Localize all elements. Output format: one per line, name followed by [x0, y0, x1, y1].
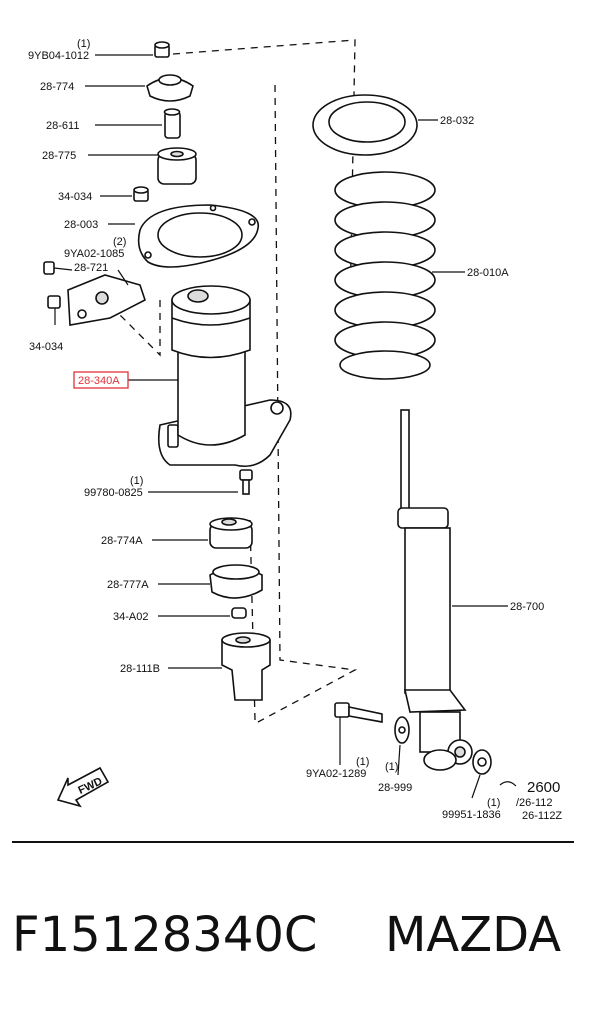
- label-9ya02-1289: 9YA02-1289: [306, 768, 366, 780]
- label-28-775: 28-775: [42, 150, 76, 162]
- bushing-28-774a-shape: [209, 517, 253, 549]
- nut-34-034-shape: [133, 186, 149, 202]
- label-28-774: 28-774: [40, 81, 74, 93]
- qty-9yb04: (1): [77, 38, 90, 50]
- label-9ya02-1085: 9YA02-1085: [64, 248, 124, 260]
- ref-26-112z: 26-112Z: [522, 810, 562, 822]
- part-labels: (1) 9YB04-1012 28-774 28-611 28-775 34-0…: [28, 38, 562, 822]
- qty-99951: (1): [487, 797, 500, 809]
- label-34-034-bottom: 34-034: [29, 341, 63, 353]
- qty-9ya02-1289: (1): [356, 756, 369, 768]
- dashed-group-outlines: [109, 39, 358, 723]
- label-28-611: 28-611: [46, 120, 79, 132]
- qty-28-999: (1): [385, 761, 398, 773]
- footer-brand: MAZDA: [385, 907, 561, 963]
- label-34-a02: 34-A02: [113, 611, 148, 623]
- nut-9yb04-shape: [154, 41, 170, 58]
- cap-28-774-shape: [146, 74, 194, 102]
- bolt-99780-shape: [239, 469, 253, 495]
- label-99951: 99951-1836: [442, 809, 501, 821]
- qty-99780: (1): [130, 475, 143, 487]
- gasket-28-003-shape: [137, 204, 259, 268]
- leader-lines: [85, 54, 517, 799]
- seat-28-777a-shape: [209, 564, 263, 599]
- ref-2600: 2600: [527, 779, 560, 796]
- shock-absorber-28-700-shape: [397, 409, 473, 771]
- sleeve-28-611-shape: [163, 108, 181, 139]
- strut-mount-28-340a-shape: [157, 285, 292, 468]
- nut-99951-shape: [472, 749, 492, 775]
- label-99780: 99780-0825: [84, 487, 143, 499]
- coil-spring-28-010a-shape: [334, 171, 436, 380]
- label-28-999: 28-999: [378, 782, 412, 794]
- label-28-340a[interactable]: 28-340A: [78, 375, 120, 387]
- label-9yb04: 9YB04-1012: [28, 50, 89, 62]
- bumpstop-28-111b-shape: [221, 632, 271, 701]
- bolt-9ya02-1289-shape: [334, 702, 383, 723]
- spring-seat-28-032-shape: [312, 94, 418, 156]
- label-28-774a: 28-774A: [101, 535, 143, 547]
- label-28-721: 28-721: [74, 262, 108, 274]
- footer-part-number: F15128340C: [12, 907, 317, 963]
- label-28-010a: 28-010A: [467, 267, 509, 279]
- label-28-111b: 28-111B: [120, 663, 160, 675]
- qty-9ya02-1085: (2): [113, 236, 126, 248]
- label-34-034-top: 34-034: [58, 191, 92, 203]
- fwd-arrow-icon: FWD: [56, 766, 110, 808]
- label-28-003: 28-003: [64, 219, 98, 231]
- label-28-700: 28-700: [510, 601, 544, 613]
- highlight-box-28-340a: [73, 371, 129, 389]
- ref-26-112: /26-112: [516, 797, 553, 809]
- bracket-28-721-shape: [43, 261, 146, 326]
- label-28-032: 28-032: [440, 115, 474, 127]
- bushing-28-775-shape: [157, 147, 197, 185]
- nut-34-a02-shape: [231, 607, 247, 619]
- washer-28-999-shape: [394, 716, 410, 744]
- label-28-777a: 28-777A: [107, 579, 149, 591]
